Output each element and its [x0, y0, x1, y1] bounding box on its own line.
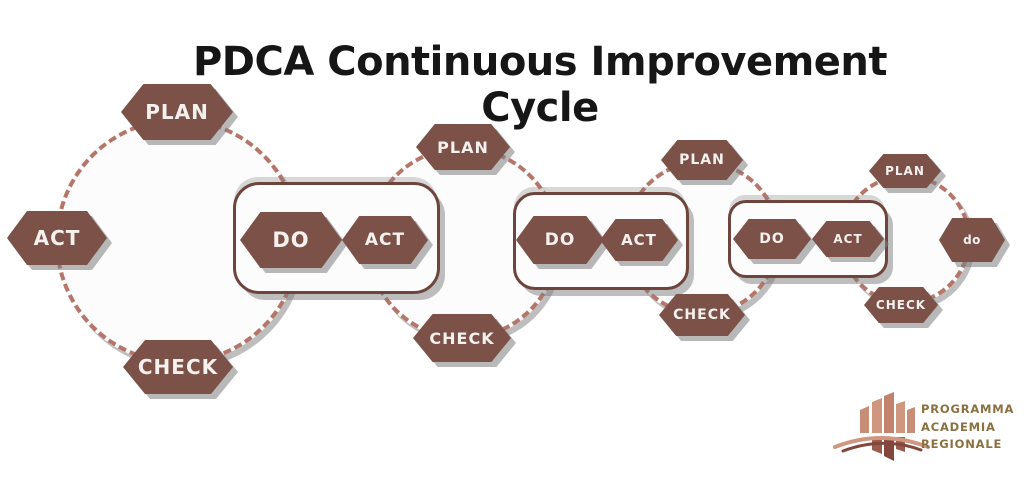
hexagon-do-2-label: DO — [516, 216, 604, 264]
hexagon-check-2: CHECK — [413, 314, 511, 362]
hexagon-do-1-label: DO — [240, 212, 342, 268]
hexagon-do-small: do — [939, 218, 1005, 262]
hexagon-act-1: ACT — [7, 211, 107, 265]
hexagon-plan-4-label: PLAN — [869, 154, 941, 188]
hexagon-act-3: ACT — [600, 219, 678, 261]
hexagon-act-1-label: ACT — [7, 211, 107, 265]
hexagon-plan-3: PLAN — [661, 140, 743, 180]
hexagon-check-1: CHECK — [123, 340, 233, 394]
hexagon-act-2-label: ACT — [342, 216, 428, 264]
brand-logo-text: PROGRAMMA ACADEMIA REGIONALE — [921, 401, 1023, 454]
hexagon-plan-2-label: PLAN — [416, 124, 510, 170]
page-title: PDCA Continuous Improvement Cycle — [192, 39, 888, 131]
hexagon-check-3-label: CHECK — [659, 294, 745, 336]
hexagon-plan-2: PLAN — [416, 124, 510, 170]
hexagon-act-3-label: ACT — [600, 219, 678, 261]
hexagon-check-4: CHECK — [864, 287, 938, 323]
hexagon-plan-1: PLAN — [121, 84, 233, 140]
hexagon-check-4-label: CHECK — [864, 287, 938, 323]
brand-logo-text-line3: REGIONALE — [921, 437, 1003, 451]
hexagon-plan-1-label: PLAN — [121, 84, 233, 140]
hexagon-do-3: DO — [733, 219, 811, 259]
hexagon-act-2: ACT — [342, 216, 428, 264]
hexagon-do-small-label: do — [939, 218, 1005, 262]
hexagon-act-4-label: ACT — [812, 221, 884, 257]
brand-logo-icon — [833, 392, 930, 461]
hexagon-do-2: DO — [516, 216, 604, 264]
hexagon-do-3-label: DO — [733, 219, 811, 259]
hexagon-check-2-label: CHECK — [413, 314, 511, 362]
brand-logo-text-line1: PROGRAMMA — [921, 402, 1015, 416]
hexagon-act-4: ACT — [812, 221, 884, 257]
hexagon-check-3: CHECK — [659, 294, 745, 336]
hexagon-plan-4: PLAN — [869, 154, 941, 188]
hexagon-plan-3-label: PLAN — [661, 140, 743, 180]
brand-logo: PROGRAMMA ACADEMIA REGIONALE — [833, 390, 1024, 478]
hexagon-check-1-label: CHECK — [123, 340, 233, 394]
hexagon-do-1: DO — [240, 212, 342, 268]
brand-logo-text-line2: ACADEMIA — [921, 419, 996, 434]
